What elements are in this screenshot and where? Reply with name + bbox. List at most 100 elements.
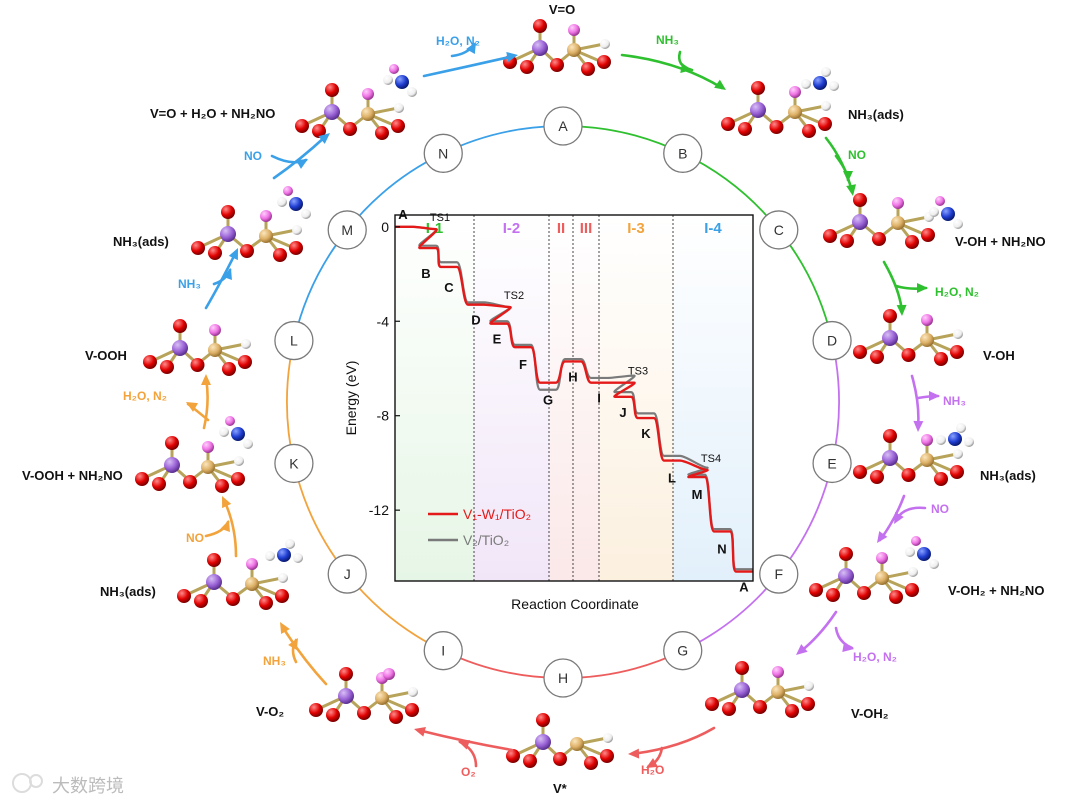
node-label: E [827,455,836,471]
arrow-g-h [628,726,716,759]
node-label: I [441,643,445,659]
plot-point-label: F [519,357,527,372]
reactant-j-k: NO [186,531,204,545]
arrow-m-n-input [270,154,308,169]
state-label-nh3-ads-1: NH₃(ads) [848,107,904,122]
plot-y-tick-label: -12 [369,502,389,518]
plot-point-label: TS1 [430,212,450,224]
plot-point-label: B [421,266,430,281]
plot-region-label: I-2 [503,220,521,237]
plot-y-axis: 0-4-8-12 [369,219,400,518]
plot-region-iii [573,215,599,581]
molecule-voh [853,309,964,366]
arrow-b-c [824,136,857,196]
plot-point-label: TS4 [701,453,721,465]
state-label-top: V=O [549,2,575,17]
node-label: C [774,222,784,238]
node-label: G [677,643,688,659]
series-v1w1-line [395,225,753,573]
state-label-voh2: V-OH₂ [851,706,889,721]
node-label: L [290,333,298,349]
node-n: N [423,133,463,173]
reactant-b-c: NO [848,148,866,162]
plot-region-i-4 [673,215,753,581]
node-label: K [289,455,299,471]
plot-point-label: N [717,541,726,556]
arrow-e-f-input [894,506,927,524]
reactant-labels: NH₃ NO H₂O, N₂ NH₃ NO H₂O, N₂ H₂O O₂ NH₃… [123,33,979,779]
node-label: N [438,145,448,161]
state-label-nh3-ads-2: NH₃(ads) [980,468,1036,483]
plot-series [395,225,753,573]
arrow-b-c-input [834,154,853,182]
reactant-e-f: NO [931,502,949,516]
product-n-a: H₂O, N₂ [436,34,480,48]
arrow-a-b-input [677,50,694,74]
plot-point-label: G [543,393,553,408]
state-label-vo-h2o-nh2no: V=O + H₂O + NH₂NO [150,106,275,121]
node-j: J [327,554,367,594]
arrow-k-l [201,374,211,430]
plot-point-label: A [739,580,749,595]
plot-region-i-1 [395,215,474,581]
molecule-vo-h2o-nh2no [295,64,417,140]
molecule-nh3-ads-4 [191,186,311,262]
reactant-m-n: NO [244,149,262,163]
plot-point-label: E [493,332,502,347]
molecule-vo2 [309,667,419,724]
node-i: I [423,631,463,671]
arrow-f-g-output [834,626,854,653]
arrow-e-f [877,494,906,543]
arrow-j-k-input [204,520,230,538]
plot-region-label: I-4 [704,220,722,237]
arrow-m-n [272,133,330,180]
cycle-step-nodes: A B C D E F G H I J K L M N [274,106,852,698]
plot-region-ii [549,215,573,581]
arrow-a-b [620,53,726,90]
node-label: B [678,145,687,161]
node-m: M [327,210,367,250]
plot-legend: V₁-W₁/TiO₂ V₂/TiO₂ [428,506,531,548]
plot-frame [394,214,754,582]
node-label: F [775,566,784,582]
arrow-f-g [796,610,838,655]
node-d: D [812,320,852,361]
node-c: C [759,210,799,250]
arrow-n-a [422,51,518,78]
plot-region-label: I-3 [627,220,645,237]
plot-y-tick-label: 0 [381,219,389,235]
arrow-i-j [280,622,328,686]
node-k: K [274,443,314,484]
state-label-nh3-ads-3: NH₃(ads) [100,584,156,599]
node-label: M [341,222,353,238]
arrow-d-e [910,374,924,432]
product-f-g: H₂O, N₂ [853,650,897,664]
node-e: E [812,443,852,484]
node-label: D [827,333,837,349]
plot-region-label: II [557,220,565,237]
state-label-voh-nh2no: V-OH + NH₂NO [955,234,1046,249]
watermark-text: 大数跨境 [52,776,124,796]
arrow-h-i-input [458,740,478,768]
reactant-i-j: NH₃ [263,654,286,668]
plot-point-label: I [597,391,601,406]
plot-point-label: J [619,405,626,420]
product-c-d: H₂O, N₂ [935,285,979,299]
molecule-vooh-nh2no [135,416,253,493]
plot-ylabel: Energy (eV) [343,361,359,436]
node-g: G [663,631,703,671]
product-k-l: H₂O, N₂ [123,389,167,403]
node-h: H [543,658,583,698]
arrow-g-h-output [646,746,664,768]
arrow-h-i [414,727,514,752]
node-label: J [344,566,351,582]
arrow-c-d [882,260,907,316]
molecule-nh3-ads-3 [177,539,303,610]
arrow-l-m-input [212,268,232,286]
legend-item-v1w1: V₁-W₁/TiO₂ [463,506,531,522]
reactant-l-m: NH₃ [178,277,201,291]
